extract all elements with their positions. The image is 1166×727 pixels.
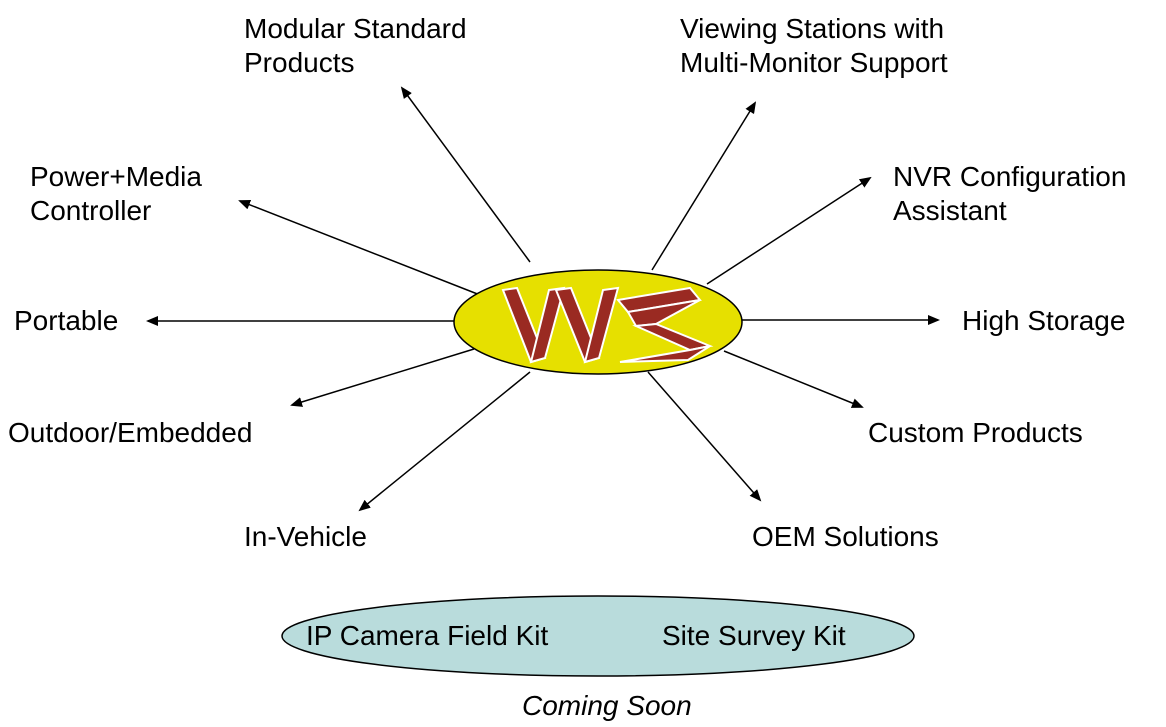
node-viewing-stations: Viewing Stations with Multi-Monitor Supp… xyxy=(680,13,948,78)
coming-soon-caption: Coming Soon xyxy=(522,690,692,721)
logo-s-bottom-stroke xyxy=(619,345,711,363)
node-custom-products: Custom Products xyxy=(868,417,1083,448)
node-nvr-configuration-assistant: NVR Configuration Assistant xyxy=(893,161,1127,226)
arrows xyxy=(146,86,940,512)
arrow-custom xyxy=(723,350,864,408)
node-high-storage: High Storage xyxy=(962,305,1126,336)
node-power-media-controller: Power+Media Controller xyxy=(30,161,202,226)
node-outdoor-embedded: Outdoor/Embedded xyxy=(8,417,253,448)
node-portable: Portable xyxy=(14,305,119,336)
arrow-outdoor xyxy=(290,348,475,407)
arrow-oem xyxy=(647,371,762,502)
arrow-modular xyxy=(400,86,531,263)
arrow-vehicle xyxy=(358,371,531,512)
coming-soon-kits-ellipse xyxy=(281,595,915,677)
node-oem-solutions: OEM Solutions xyxy=(752,521,939,552)
kit-ip-camera-field-kit: IP Camera Field Kit xyxy=(306,620,549,651)
vvs-logo xyxy=(501,286,714,364)
arrow-viewing xyxy=(651,101,757,271)
node-in-vehicle: In-Vehicle xyxy=(244,521,367,552)
logo-v2-right-stroke xyxy=(583,286,620,364)
arrow-power xyxy=(238,199,481,296)
node-modular-standard-products: Modular Standard Products xyxy=(244,13,467,78)
kit-site-survey-kit: Site Survey Kit xyxy=(662,620,846,651)
arrow-nvr xyxy=(706,176,872,285)
